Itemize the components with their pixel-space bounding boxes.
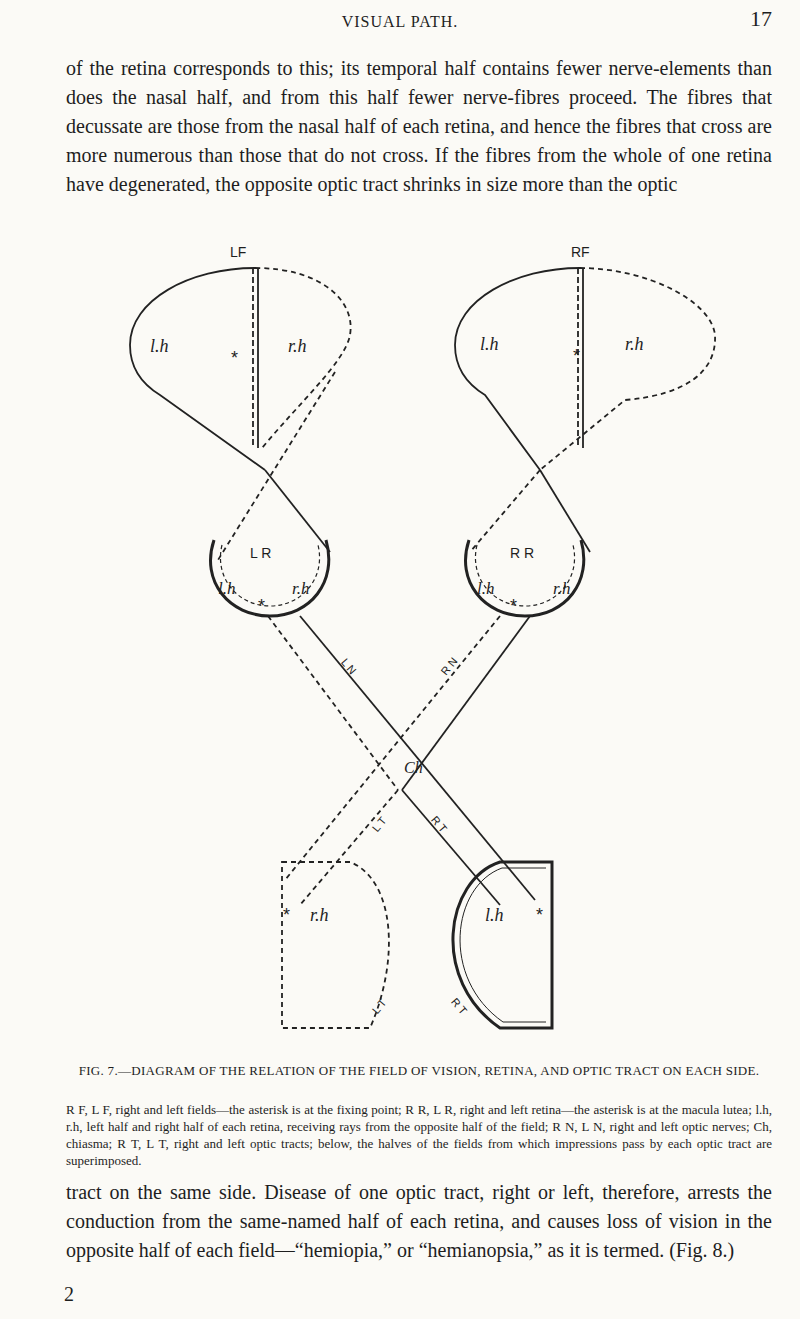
asterisk: * [283,905,290,927]
right-field [455,268,715,552]
nerve-label: R N [438,655,460,678]
asterisk: * [258,596,265,618]
field-label: L R [250,545,271,562]
field-label: LF [230,244,246,261]
half-label: l.h [485,905,504,927]
retina: R R l.h r.h [465,525,595,620]
half-label: r.h [553,579,570,599]
half-label: r.h [310,905,329,927]
signature-mark: 2 [64,1282,74,1306]
field-label: RF [571,244,590,261]
figure-caption: FIG. 7.—DIAGRAM OF THE RELATION OF THE F… [66,1062,772,1079]
field-label: R R [510,545,534,562]
half-label: l.h [150,336,169,358]
tract-label: L T [370,814,390,834]
nerve-label: L N [338,656,359,677]
half-label: r.h [292,579,309,599]
tract-label: R T [428,814,449,836]
asterisk: * [536,905,543,927]
body-text: tract on the same side. Disease of one o… [66,1178,772,1265]
body-text: of the retina corresponds to this; its t… [66,54,772,199]
right-tract-field [453,862,552,1028]
visual-field: RF l.h r.h [453,244,715,444]
half-label: r.h [288,336,307,358]
half-label: l.h [218,579,235,599]
asterisk: * [231,348,238,370]
chiasma-label: Ch [404,758,423,777]
half-label: r.h [625,334,644,356]
visual-field: LF l.h r.h [128,244,360,444]
asterisk: * [510,596,517,618]
half-label: l.h [480,334,499,356]
figure-legend: R F, L F, right and left fields—the aste… [66,1101,772,1169]
tract-label: R T [448,996,469,1018]
left-tract-field [282,862,389,1028]
running-head: VISUAL PATH. [0,12,800,31]
half-label: l.h [477,579,494,599]
tract-label: L T [370,996,390,1016]
left-retina [211,540,535,905]
left-field [130,268,351,560]
retina: L R l.h r.h [210,525,332,620]
asterisk: * [573,346,580,368]
right-retina [285,540,584,905]
page-number: 17 [750,6,772,32]
